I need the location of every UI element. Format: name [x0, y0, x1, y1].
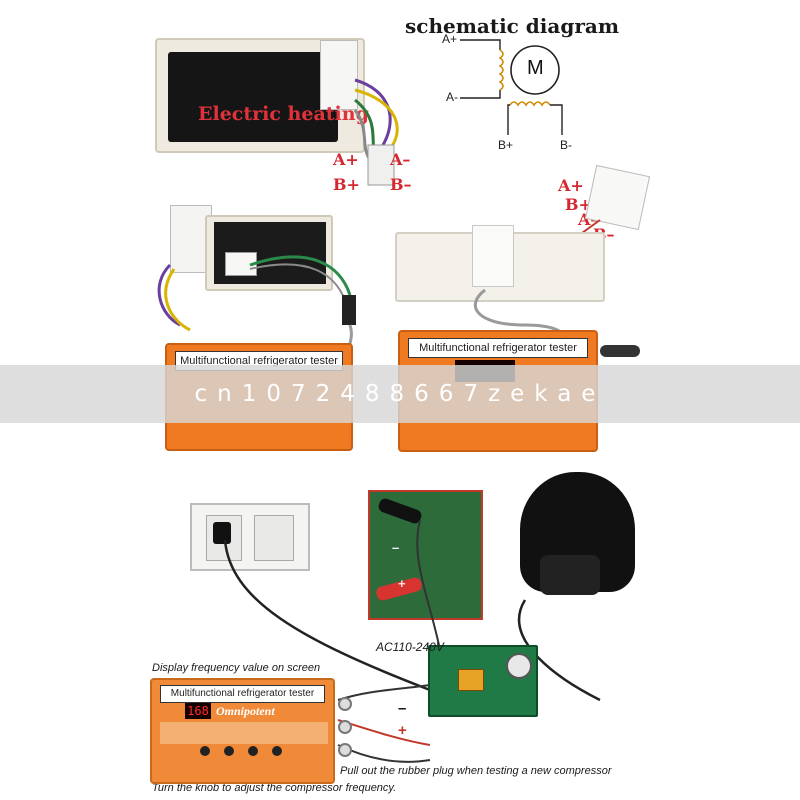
watermark-text: cn1072488667zekae — [194, 381, 606, 407]
supply-voltage-label: AC110-240V — [376, 640, 444, 654]
schematic-title: schematic diagram — [405, 14, 619, 38]
clip-inset: – + — [368, 490, 483, 620]
right-damper-motor — [472, 225, 514, 287]
tester-main: Multifunctional refrigerator tester — [150, 678, 335, 784]
heater-wires — [353, 78, 399, 186]
inset-minus: – — [392, 540, 400, 555]
display-caption: Display frequency value on screen — [152, 662, 321, 674]
board-plus-sign: + — [398, 722, 407, 739]
tester-main-title: Multifunctional refrigerator tester — [160, 685, 325, 703]
wall-outlet — [190, 503, 310, 571]
watermark-band — [0, 365, 800, 423]
tester-button-1[interactable] — [200, 746, 210, 756]
rubber-plug-caption: Pull out the rubber plug when testing a … — [340, 765, 612, 777]
tester-right-title: Multifunctional refrigerator tester — [408, 338, 588, 358]
pin-a-plus: A+ — [333, 150, 359, 169]
schem-label-a-plus: A+ — [442, 32, 458, 46]
outlet-socket-right — [254, 515, 294, 561]
pin-b-plus: B+ — [333, 175, 360, 194]
inductor — [458, 669, 484, 691]
schematic-drawing — [460, 39, 563, 135]
right-pin-a-plus: A+ — [558, 176, 584, 195]
inset-plus: + — [398, 576, 406, 591]
pin-b-minus: B– — [390, 175, 412, 194]
tester-button-3[interactable] — [248, 746, 258, 756]
knob-caption: Turn the knob to adjust the compressor f… — [152, 782, 397, 794]
schem-label-b-minus: B- — [560, 138, 572, 152]
schem-label-b-plus: B+ — [498, 138, 514, 152]
frequency-knob-middle[interactable] — [338, 720, 352, 734]
tester-button-2[interactable] — [224, 746, 234, 756]
compressor-terminal — [540, 555, 600, 595]
frequency-knob-bottom[interactable] — [338, 743, 352, 757]
driver-board — [428, 645, 538, 717]
heater-connector — [320, 40, 358, 110]
right-pin-b-plus: B+ — [565, 195, 592, 214]
power-plug — [213, 522, 231, 544]
board-minus-sign: – — [398, 700, 407, 717]
tester-button-4[interactable] — [272, 746, 282, 756]
pin-a-minus: A– — [390, 150, 411, 169]
frequency-display: 168 — [185, 703, 211, 719]
capacitor — [506, 653, 532, 679]
schem-label-a-minus: A- — [446, 90, 458, 104]
tester-main-info-strip — [160, 722, 328, 744]
probe-cable — [600, 345, 640, 357]
motor-symbol: M — [527, 57, 544, 79]
heater-panel — [168, 52, 338, 142]
brand-label: Omnipotent — [216, 704, 275, 718]
electric-heating-label: Electric heating — [198, 103, 369, 125]
frequency-knob-top[interactable] — [338, 697, 352, 711]
